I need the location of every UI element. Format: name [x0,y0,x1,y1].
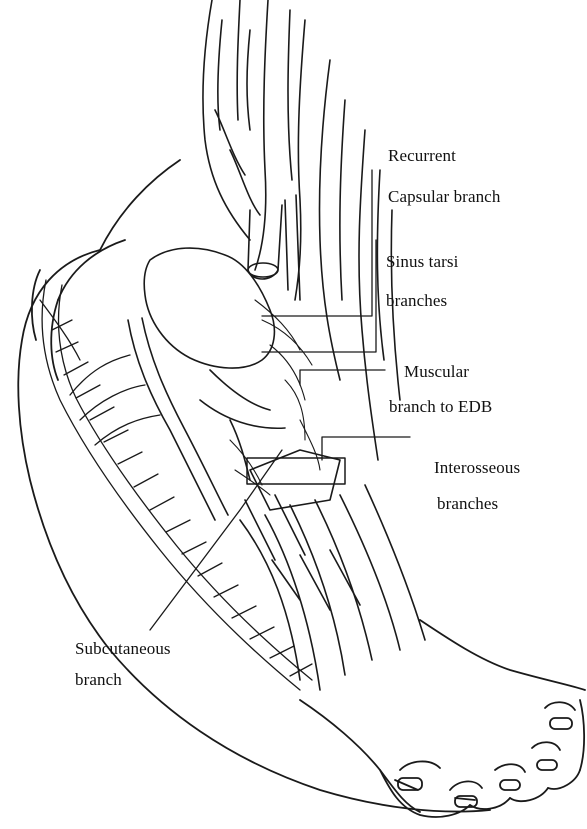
label-recurrent: Recurrent [388,146,456,166]
forefoot-toes [300,620,585,817]
label-muscular: Muscular [404,362,469,382]
metatarsals [230,420,425,690]
label-interosseous: Interosseous [434,458,520,478]
label-subcutaneous-branch: branch [75,670,122,690]
label-sinus-tarsi: Sinus tarsi [386,252,458,272]
label-branch-to-edb: branch to EDB [389,397,492,417]
plantar-band [40,280,312,690]
label-interosseous-branches: branches [437,494,498,514]
label-subcutaneous: Subcutaneous [75,639,171,659]
label-sinus-tarsi-branches: branches [386,291,447,311]
label-capsular-branch: Capsular branch [388,187,500,207]
tendon-stubs [248,195,300,300]
